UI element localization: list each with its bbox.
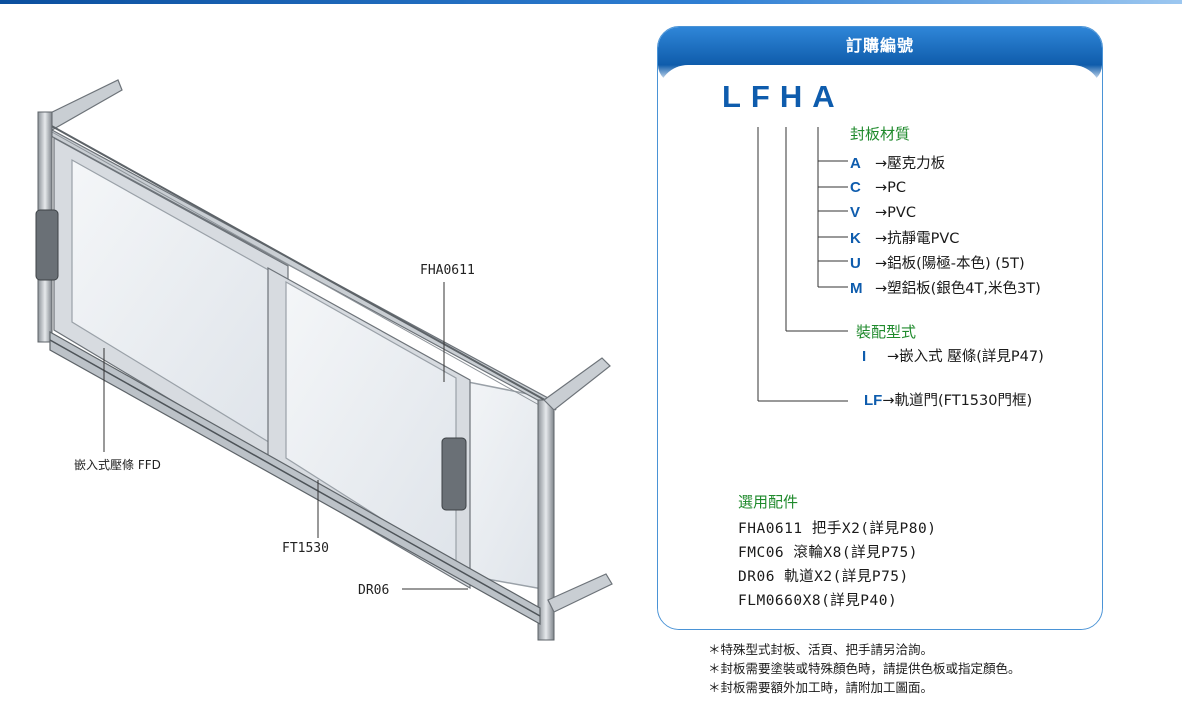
material-option-u: U →鋁板(陽極-本色) (5T) <box>850 252 1025 273</box>
material-option-m: M →塑鋁板(銀色4T,米色3T) <box>850 277 1041 298</box>
type-option-lf: LF→軌道門(FT1530門框) <box>864 389 1032 410</box>
footnotes: ＊特殊型式封板、活頁、把手請另洽詢。 ＊封板需要塗裝或特殊顏色時，請提供色板或指… <box>708 640 1021 697</box>
option-desc: →軌道門(FT1530門框) <box>882 393 1033 409</box>
accessory-item: FHA0611 把手X2(詳見P80) <box>738 521 937 537</box>
option-desc: →PVC <box>875 205 916 221</box>
panel-title: 訂購編號 <box>845 36 914 55</box>
right-top-rail <box>543 357 611 411</box>
material-option-c: C →PC <box>850 177 906 196</box>
sliding-door-illustration: FHA0611 嵌入式壓條 FFD FT1530 DR06 <box>35 79 613 641</box>
option-desc: →鋁板(陽極-本色) (5T) <box>875 256 1025 272</box>
option-code: LF <box>864 392 883 409</box>
top-accent-bar <box>0 0 1182 4</box>
option-code: U <box>850 255 861 272</box>
option-desc: →PC <box>875 180 907 196</box>
assembly-option-i: I →嵌入式 壓條(詳見P47) <box>862 345 1044 366</box>
right-bottom-rail <box>547 573 613 613</box>
option-code: C <box>850 179 861 196</box>
material-option-k: K →抗靜電PVC <box>850 227 959 248</box>
assembly-group-title: 裝配型式 <box>856 323 917 341</box>
footnote: ＊封板需要塗裝或特殊顏色時，請提供色板或指定顏色。 <box>708 661 1021 676</box>
material-group-title: 封板材質 <box>850 125 911 143</box>
option-code: I <box>862 348 867 365</box>
callout-frame: FT1530 <box>282 541 329 556</box>
accessory-item: FMC06 滾輪X8(詳見P75) <box>738 545 918 561</box>
callout-rail: DR06 <box>358 583 389 598</box>
material-option-v: V →PVC <box>850 202 916 221</box>
callout-molding: 嵌入式壓條 FFD <box>74 458 161 472</box>
option-desc: →抗靜電PVC <box>875 231 960 247</box>
panel-body <box>658 65 1102 629</box>
order-code-panel: 訂購編號 LFHA 封板材質 A→壓克力板 C→PC V→PVC K→抗靜電 <box>657 26 1103 630</box>
footnote: ＊封板需要額外加工時，請附加工圖面。 <box>708 680 934 695</box>
option-code: V <box>850 204 861 221</box>
accessory-item: FLM0660X8(詳見P40) <box>738 593 898 609</box>
callout-handle: FHA0611 <box>420 263 475 278</box>
option-code: M <box>850 280 863 297</box>
handle-right <box>441 437 467 511</box>
material-option-a: A →壓克力板 <box>850 152 945 173</box>
option-code: K <box>850 230 861 247</box>
handle-left <box>35 209 59 281</box>
accessory-item: DR06 軌道X2(詳見P75) <box>738 569 909 585</box>
accessories-title: 選用配件 <box>738 493 799 511</box>
footnote: ＊特殊型式封板、活頁、把手請另洽詢。 <box>708 642 934 657</box>
option-desc: →塑鋁板(銀色4T,米色3T) <box>875 281 1041 297</box>
order-code: LFHA <box>722 79 845 114</box>
option-desc: →壓克力板 <box>875 156 946 172</box>
option-code: A <box>850 155 861 172</box>
option-desc: →嵌入式 壓條(詳見P47) <box>887 349 1044 365</box>
